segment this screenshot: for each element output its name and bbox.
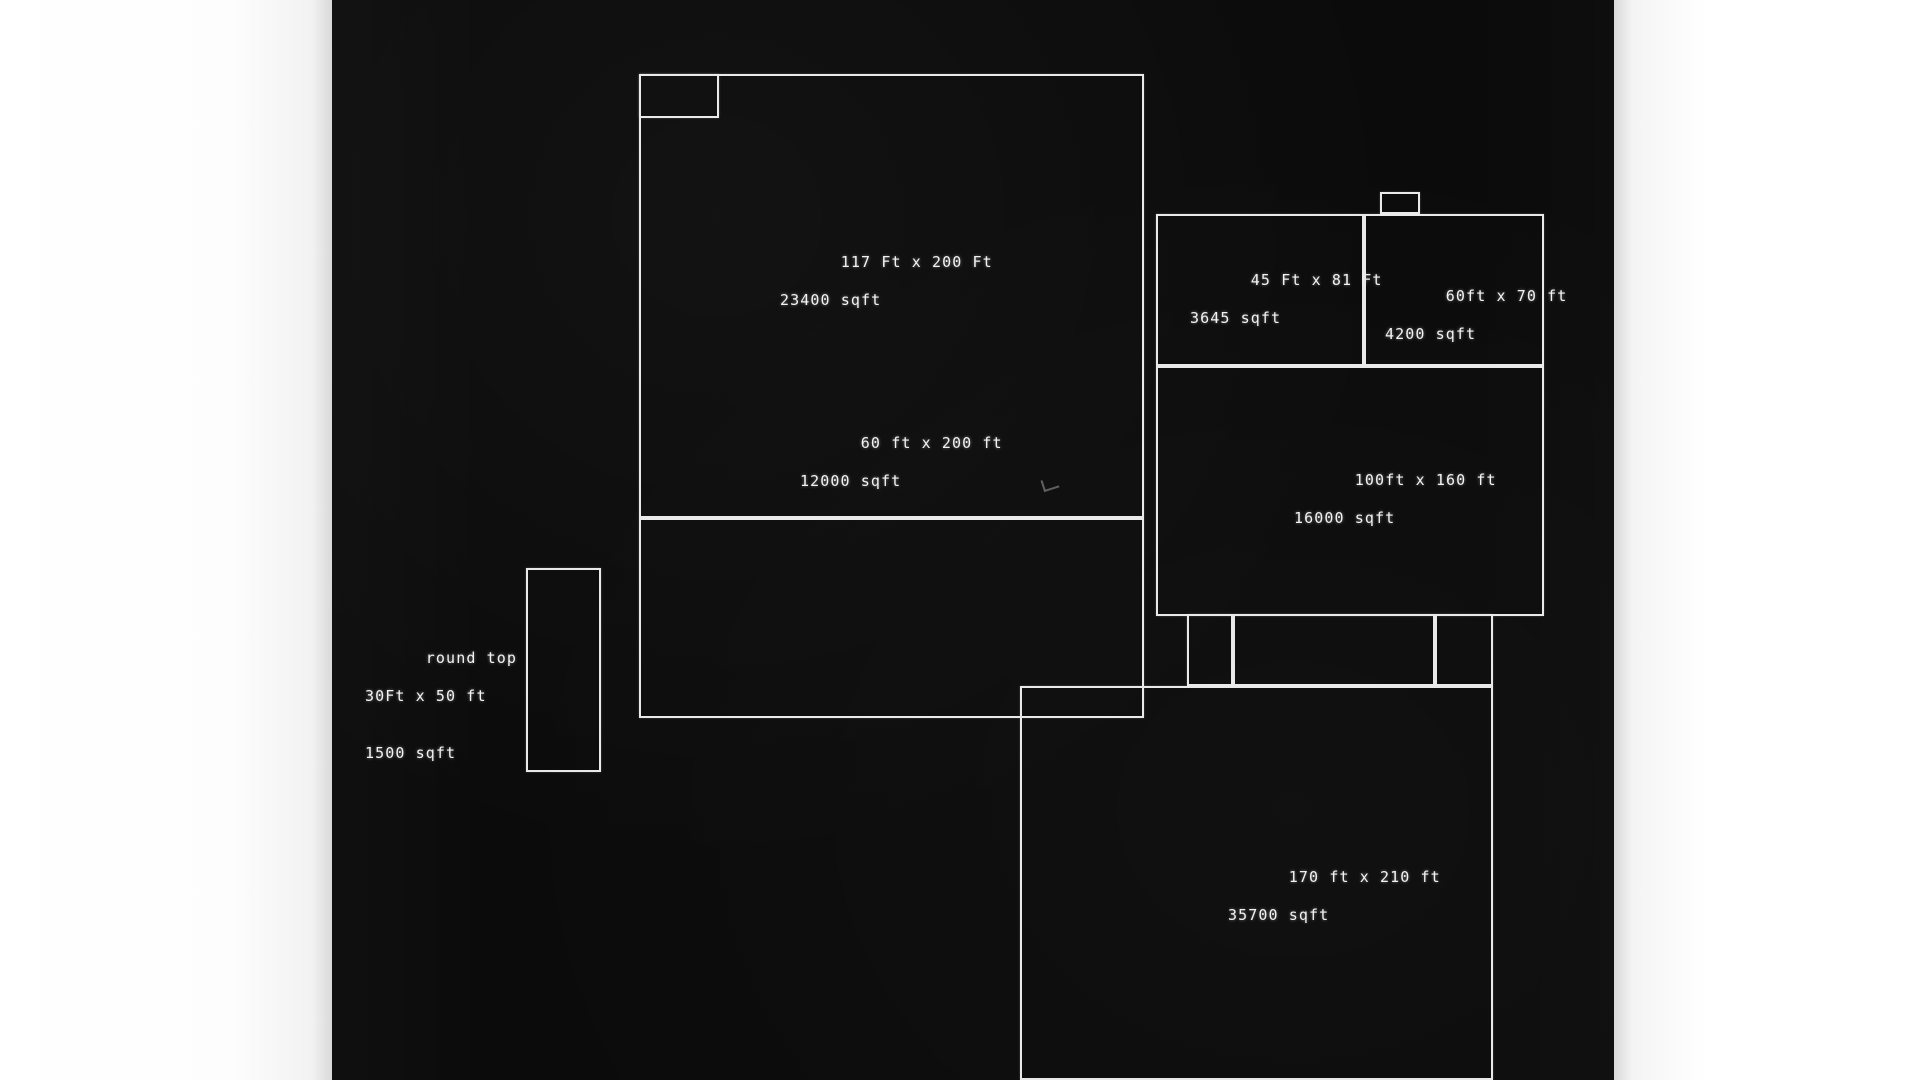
connector-bay-center bbox=[1233, 614, 1435, 686]
building-100x160-dimensions: 100ft x 160 ft bbox=[1354, 471, 1497, 489]
building-117x200-area: 23400 sqft bbox=[780, 291, 882, 309]
building-45x81-dimensions: 45 Ft x 81 Ft bbox=[1250, 271, 1383, 289]
building-round-top-area: 1500 sqft bbox=[365, 744, 457, 762]
roof-tab-rect bbox=[1380, 192, 1420, 214]
building-60x200-outline[interactable] bbox=[639, 518, 1144, 718]
building-60x70-dimensions: 60ft x 70 ft bbox=[1445, 287, 1568, 305]
building-170x210-outline[interactable] bbox=[1020, 686, 1493, 1080]
building-round-top-outline[interactable] bbox=[526, 568, 601, 772]
building-170x210-area: 35700 sqft bbox=[1228, 906, 1330, 924]
building-170x210-label: 170 ft x 210 ft 35700 sqft bbox=[1228, 849, 1441, 963]
building-100x160-label: 100ft x 160 ft 16000 sqft bbox=[1294, 452, 1497, 566]
building-117x200-label: 117 Ft x 200 Ft 23400 sqft bbox=[780, 234, 993, 348]
connector-bay-left bbox=[1187, 614, 1233, 686]
building-60x70-outline[interactable] bbox=[1364, 214, 1544, 366]
building-100x160-area: 16000 sqft bbox=[1294, 509, 1396, 527]
paper-right-margin bbox=[1614, 0, 1920, 1080]
building-60x200-dimensions: 60 ft x 200 ft bbox=[860, 434, 1003, 452]
building-60x200-label: 60 ft x 200 ft 12000 sqft bbox=[800, 415, 1003, 529]
building-45x81-area: 3645 sqft bbox=[1190, 309, 1282, 327]
building-round-top-label: round top 30Ft x 50 ft 1500 sqft bbox=[365, 630, 517, 801]
site-plan-drawing-area: 117 Ft x 200 Ft 23400 sqft 60 ft x 200 f… bbox=[332, 0, 1614, 1080]
building-round-top-dimensions: 30Ft x 50 ft bbox=[365, 687, 487, 705]
building-60x70-label: 60ft x 70 ft 4200 sqft bbox=[1385, 268, 1567, 382]
paper-left-margin bbox=[0, 0, 332, 1080]
building-60x70-area: 4200 sqft bbox=[1385, 325, 1477, 343]
building-45x81-label: 45 Ft x 81 Ft 3645 sqft bbox=[1190, 252, 1383, 366]
connector-bay-right bbox=[1435, 614, 1493, 686]
building-170x210-dimensions: 170 ft x 210 ft bbox=[1288, 868, 1441, 886]
corner-notch-rect bbox=[639, 74, 719, 118]
building-45x81-outline[interactable] bbox=[1156, 214, 1364, 366]
building-round-top-type: round top bbox=[425, 649, 517, 667]
building-60x200-area: 12000 sqft bbox=[800, 472, 902, 490]
building-117x200-dimensions: 117 Ft x 200 Ft bbox=[840, 253, 993, 271]
building-117x200-outline[interactable] bbox=[639, 74, 1144, 518]
